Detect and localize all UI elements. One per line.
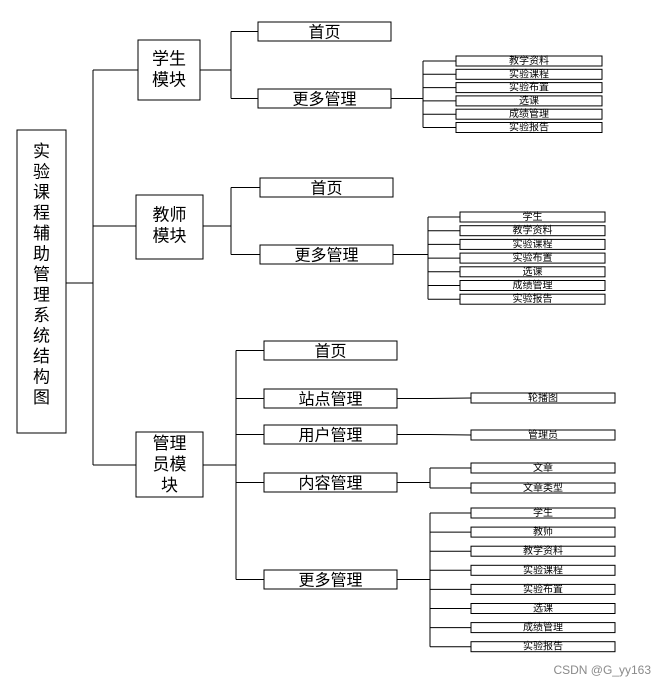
leaf-box (455, 82, 603, 94)
function-label: 用户管理 (298, 426, 362, 445)
leaf-label: 文章 (533, 461, 553, 474)
root-title-char: 程 (33, 204, 50, 224)
leaf-label: 学生 (523, 210, 543, 223)
root-title-char: 理 (33, 286, 50, 306)
leaf-box (459, 225, 606, 237)
module-label: 管理 (153, 434, 187, 454)
leaf-box (459, 293, 606, 305)
leaf-label: 实验布置 (509, 81, 549, 94)
function-label: 更多管理 (298, 571, 362, 590)
leaf-box (470, 564, 616, 576)
leaf-label: 管理员 (528, 428, 558, 441)
function-box (263, 340, 398, 361)
root-title-char: 辅 (33, 224, 50, 244)
leaf-box (455, 95, 603, 107)
leaf-label: 成绩管理 (523, 621, 563, 634)
leaf-label: 文章类型 (523, 481, 563, 494)
leaf-label: 教学资料 (523, 544, 563, 557)
leaf-box (459, 266, 606, 278)
root-title-char: 课 (33, 183, 50, 203)
leaf-box (470, 622, 616, 634)
module-label: 学生 (152, 50, 186, 70)
leaf-label: 成绩管理 (509, 107, 549, 120)
leaf-box (455, 55, 603, 67)
watermark: CSDN @G_yy163 (553, 663, 651, 677)
module-label: 块 (161, 476, 178, 496)
module-label: 模块 (152, 71, 186, 91)
leaf-label: 教学资料 (513, 224, 553, 237)
leaf-label: 实验课程 (523, 563, 563, 576)
leaf-box (470, 545, 616, 557)
module-box (137, 39, 201, 101)
leaf-label: 实验报告 (523, 640, 563, 653)
leaf-label: 选课 (533, 602, 553, 615)
leaf-box (470, 526, 616, 538)
leaf-label: 教师 (533, 525, 553, 538)
function-box (259, 177, 394, 198)
leaf-label: 教学资料 (509, 54, 549, 67)
leaf-box (459, 252, 606, 264)
leaf-label: 实验布置 (513, 251, 553, 264)
connector-line (429, 434, 472, 436)
root-box (16, 129, 67, 434)
leaf-box (455, 108, 603, 120)
root-title-char: 构 (33, 368, 50, 388)
leaf-label: 实验报告 (513, 292, 553, 305)
leaf-label: 实验课程 (509, 67, 549, 80)
module-label: 模块 (153, 227, 187, 247)
root-title-char: 助 (33, 245, 50, 265)
leaf-label: 成绩管理 (513, 279, 553, 292)
leaf-box (470, 583, 616, 595)
leaf-label: 选课 (519, 94, 539, 107)
root-title-char: 验 (33, 163, 50, 183)
leaf-label: 选课 (523, 265, 543, 278)
function-box (257, 21, 392, 42)
leaf-box (470, 392, 616, 404)
module-box (135, 194, 204, 260)
leaf-box (459, 238, 606, 250)
connector-line (429, 397, 472, 399)
leaf-box (455, 122, 603, 133)
root-title-char: 结 (33, 347, 50, 367)
leaf-label: 实验课程 (513, 237, 553, 250)
function-label: 首页 (310, 179, 342, 198)
root-title-char: 统 (33, 327, 50, 347)
root-title-char: 管 (33, 265, 50, 285)
leaf-box (470, 429, 616, 441)
module-box (135, 431, 204, 498)
root-title-char: 系 (33, 306, 50, 326)
function-label: 首页 (314, 342, 346, 361)
function-label: 更多管理 (292, 90, 356, 109)
function-label: 首页 (308, 23, 340, 42)
leaf-box (470, 603, 616, 614)
leaf-label: 实验布置 (523, 582, 563, 595)
root-title-char: 实 (33, 142, 50, 162)
leaf-label: 学生 (533, 506, 553, 519)
leaf-box (459, 211, 606, 223)
leaf-box (459, 280, 606, 291)
leaf-box (455, 68, 603, 80)
function-label: 内容管理 (298, 474, 362, 493)
leaf-box (470, 507, 616, 519)
leaf-box (470, 641, 616, 653)
function-label: 站点管理 (298, 390, 362, 409)
leaf-box (470, 482, 616, 494)
root-title-char: 图 (33, 388, 50, 408)
function-label: 更多管理 (294, 246, 358, 265)
leaf-label: 轮播图 (528, 391, 558, 404)
module-label: 员模 (153, 455, 187, 475)
leaf-label: 实验报告 (509, 121, 549, 134)
leaf-box (470, 462, 616, 474)
module-label: 教师 (153, 206, 187, 226)
